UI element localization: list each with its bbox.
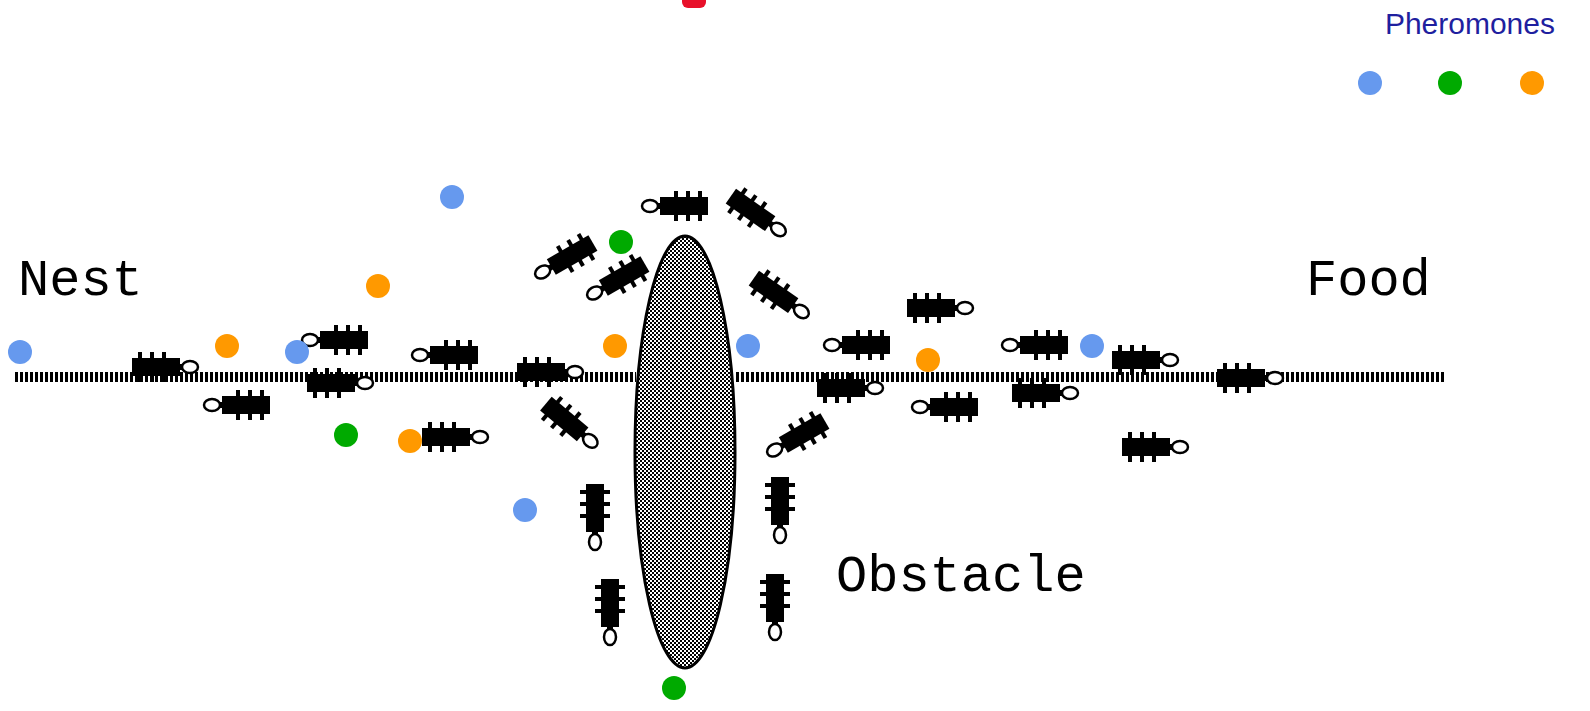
ant xyxy=(517,357,583,387)
cut-off-title-mark xyxy=(682,0,706,8)
obstacle-label: Obstacle xyxy=(836,552,1086,604)
ants xyxy=(132,184,1283,645)
obstacle-shape xyxy=(635,236,735,668)
pheromone-dot xyxy=(916,348,940,372)
ant xyxy=(580,251,652,310)
ant xyxy=(422,422,488,452)
ant xyxy=(1002,330,1068,360)
ant xyxy=(912,392,978,422)
ant xyxy=(595,579,625,645)
pheromone-dot xyxy=(440,185,464,209)
ant xyxy=(907,293,973,323)
legend-title: Pheromones xyxy=(1385,9,1555,39)
ant xyxy=(1112,345,1178,375)
ant xyxy=(302,325,368,355)
ant xyxy=(722,184,793,246)
ant xyxy=(1122,432,1188,462)
ant xyxy=(1012,378,1078,408)
ant xyxy=(642,191,708,221)
ant xyxy=(528,230,600,289)
ant xyxy=(132,352,198,382)
pheromone-dot xyxy=(513,498,537,522)
pheromone-dot xyxy=(609,230,633,254)
ant xyxy=(817,373,883,403)
place-label: Food xyxy=(1306,256,1431,308)
pheromone-dot xyxy=(8,340,32,364)
pheromone-dot xyxy=(736,334,760,358)
ant xyxy=(580,484,610,550)
pheromone-dot xyxy=(215,334,239,358)
ant xyxy=(824,330,890,360)
pheromone-dot xyxy=(398,429,422,453)
ant xyxy=(204,390,270,420)
ant xyxy=(745,266,816,328)
legend-dot xyxy=(1358,71,1382,95)
pheromone-dot xyxy=(285,340,309,364)
pheromone-dot xyxy=(1080,334,1104,358)
ant xyxy=(412,340,478,370)
ant xyxy=(760,408,832,467)
ant xyxy=(307,368,373,398)
pheromone-dot xyxy=(662,676,686,700)
ant xyxy=(765,477,795,543)
pheromone-dot xyxy=(366,274,390,298)
place-label: Nest xyxy=(18,256,143,308)
ant xyxy=(760,574,790,640)
ant xyxy=(1217,363,1283,393)
pheromone-dot xyxy=(334,423,358,447)
pheromone-dot xyxy=(603,334,627,358)
pheromone-dots xyxy=(8,71,1544,700)
legend-dot xyxy=(1438,71,1462,95)
legend-dot xyxy=(1520,71,1544,95)
ant xyxy=(536,392,606,457)
